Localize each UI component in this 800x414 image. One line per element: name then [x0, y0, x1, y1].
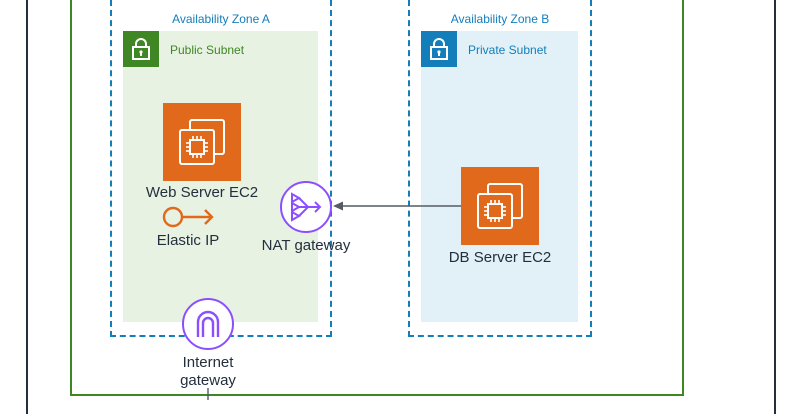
- ec2-instance-icon: [461, 167, 539, 245]
- db-server-ec2-label: DB Server EC2: [448, 249, 552, 266]
- internet-gateway-label: Internet gateway: [168, 354, 248, 390]
- lock-icon: [421, 31, 457, 67]
- availability-zone-b: Availability Zone B: [408, 0, 592, 337]
- private-subnet-label: Private Subnet: [468, 43, 547, 57]
- elastic-ip-label: Elastic IP: [156, 232, 220, 249]
- internet-gateway-icon: [182, 298, 234, 350]
- architecture-diagram: Availability Zone A Availability Zone B …: [26, 0, 776, 414]
- internet-gateway-label-line2: gateway: [180, 372, 236, 389]
- availability-zone-a-label: Availability Zone A: [172, 12, 270, 26]
- nat-gateway-label: NAT gateway: [261, 237, 351, 254]
- elastic-ip-icon: [160, 204, 216, 230]
- ec2-instance-icon: [163, 103, 241, 181]
- availability-zone-b-label: Availability Zone B: [450, 12, 550, 26]
- aws-cloud-boundary: [26, 0, 776, 414]
- public-subnet-label: Public Subnet: [170, 43, 245, 57]
- web-server-ec2-label: Web Server EC2: [145, 184, 259, 201]
- nat-gateway-icon: [280, 181, 332, 233]
- internet-gateway-label-line1: Internet: [182, 354, 234, 371]
- vpc-boundary: [70, 0, 684, 396]
- lock-icon: [123, 31, 159, 67]
